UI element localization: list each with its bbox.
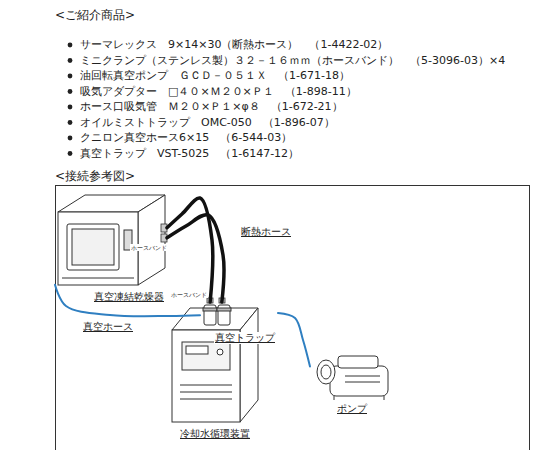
product-item: オイルミストトラップ OMC-050 （1-896-07）	[80, 116, 335, 129]
vacuum-hose	[278, 313, 310, 367]
vacuum-hose	[55, 285, 200, 316]
circulator-box: 冷却水循環装置	[168, 306, 262, 442]
device-label: 真空凍結乾燥器	[93, 291, 165, 303]
hose-label: 真空ホース	[82, 321, 134, 333]
bullets	[68, 43, 73, 156]
device-label: 冷却水循環装置	[179, 428, 251, 440]
device-label: 真空トラップ	[214, 332, 276, 344]
freeze-dryer-box: 真空凍結乾燥器	[55, 193, 167, 305]
insulated-hose	[167, 215, 224, 302]
trap-box: 真空トラップ	[200, 302, 278, 346]
vacuum-trap	[203, 305, 231, 325]
product-item: ミニクランプ（ステンレス製）３２－１６ｍｍ（ホースバンド） （5-3096-03…	[80, 54, 505, 67]
freeze-dryer	[58, 195, 165, 285]
hose-band-label: ホースバンド	[170, 291, 208, 298]
product-item: ホース口吸気管 Ｍ２０×Ｐ１×φ８ （1-672-21）	[80, 100, 343, 113]
section-title: <ご紹介商品>	[55, 8, 135, 22]
figure-frame	[56, 186, 530, 450]
pump	[317, 356, 388, 400]
product-item: 油回転真空ポンプ ＧＣＤ－０５１Ｘ （1-671-18）	[80, 69, 350, 82]
section-title: <接続参考図>	[55, 169, 135, 183]
product-item: クニロン真空ホース6×15 （6-544-03）	[80, 131, 292, 144]
device-label: ポンプ	[336, 403, 368, 415]
hose-band-label: ホースバンド	[130, 244, 168, 251]
product-item: 真空トラップ VST-5025 （1-6147-12）	[80, 147, 299, 160]
product-item: 吸気アダプター □４０×Ｍ２０×Ｐ１ （1-898-11）	[80, 85, 357, 98]
product-item: サーマレックス 9×14×30（断熱ホース） （1-4422-02）	[80, 38, 388, 51]
hose-label: 断熱ホース	[240, 226, 292, 238]
pump-box: ポンプ	[310, 345, 394, 417]
